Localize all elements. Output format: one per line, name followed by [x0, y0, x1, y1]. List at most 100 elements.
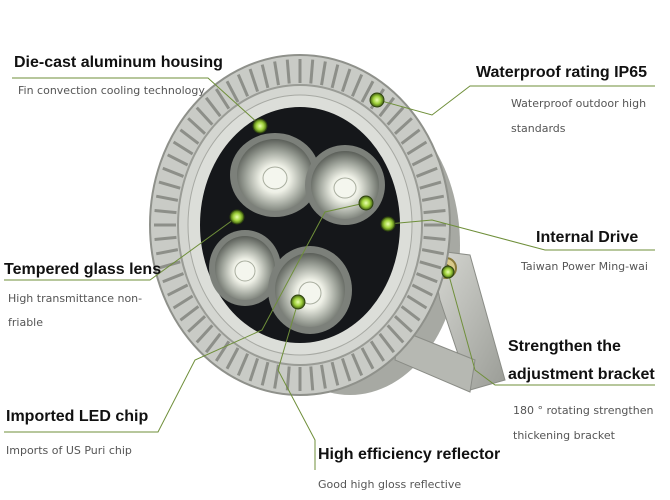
cooling-fin — [419, 180, 442, 190]
dot-reflector — [290, 294, 306, 310]
cooling-fin — [421, 194, 445, 202]
cooling-fin — [204, 332, 222, 354]
cooling-fin — [248, 68, 260, 93]
cooling-fin — [320, 61, 327, 86]
cooling-fin — [273, 61, 280, 86]
cooling-fin — [195, 324, 214, 344]
cooling-fin — [386, 324, 405, 344]
cooling-fin — [400, 128, 421, 145]
leader-waterproof — [377, 85, 655, 116]
cooling-fin — [309, 366, 315, 391]
cooling-fin — [360, 347, 375, 370]
cooling-fin — [406, 294, 428, 310]
cooling-fin — [421, 248, 445, 256]
glass-title: Tempered glass lens — [4, 261, 162, 278]
cooling-fin — [360, 80, 375, 103]
reflector-desc: Good high gloss reflective — [318, 478, 462, 491]
glass-desc-2: friable — [8, 316, 43, 329]
dot-drive — [380, 216, 396, 232]
cooling-fin — [406, 140, 428, 156]
cooling-fin — [166, 283, 189, 297]
led-reflectors — [209, 133, 385, 334]
dot-bracket — [441, 265, 455, 279]
cooling-fin — [340, 357, 352, 382]
dot-housing — [252, 118, 268, 134]
leader-glass — [4, 216, 238, 281]
cooling-fin — [155, 194, 179, 202]
leader-housing — [12, 77, 261, 126]
bracket-desc-2: thickening bracket — [513, 429, 615, 442]
led-reflector-top-right — [305, 145, 385, 225]
chip-title: Imported LED chip — [6, 408, 149, 425]
drive-title: Internal Drive — [536, 229, 639, 246]
cooling-fin — [285, 59, 291, 84]
indicator-dots — [229, 92, 455, 310]
bracket-title-1: Strengthen the — [508, 338, 621, 355]
cooling-fin — [330, 361, 340, 386]
led-reflector-top-left — [230, 133, 320, 217]
housing-title: Die-cast aluminum housing — [14, 54, 223, 71]
dot-glass — [229, 209, 245, 225]
dot-waterproof — [369, 92, 385, 108]
cooling-fin — [351, 353, 364, 377]
cooling-fin — [155, 248, 179, 256]
waterproof-desc-2: standards — [511, 122, 566, 135]
glass-desc-1: High transmittance non- — [8, 292, 143, 305]
chip-desc: Imports of US Puri chip — [6, 444, 132, 457]
cooling-fin — [419, 260, 442, 270]
waterproof-title: Waterproof rating IP65 — [476, 64, 647, 81]
cooling-fin — [187, 117, 207, 135]
cooling-fin — [154, 235, 177, 241]
cooling-fin — [204, 96, 222, 118]
cooling-fin — [158, 180, 181, 190]
cooling-fin — [236, 73, 249, 97]
cooling-fin — [393, 117, 413, 135]
reflector-title: High efficiency reflector — [318, 446, 501, 463]
cooling-fin — [214, 340, 231, 362]
bracket-desc-1: 180 ° rotating strengthen — [513, 404, 654, 417]
cooling-fin — [330, 64, 340, 89]
cooling-fin — [179, 305, 200, 322]
cooling-fin — [225, 80, 240, 103]
cooling-fin — [411, 153, 434, 167]
leader-reflector — [277, 301, 316, 470]
housing-desc: Fin convection cooling technology — [18, 84, 205, 97]
cooling-fin — [393, 315, 413, 333]
leader-chip — [4, 202, 366, 433]
cooling-fin — [260, 361, 270, 386]
cooling-fin — [351, 73, 364, 97]
cooling-fin — [386, 106, 405, 126]
leader-drive — [387, 219, 655, 251]
waterproof-desc-1: Waterproof outdoor high — [511, 97, 647, 110]
cooling-fin — [273, 364, 280, 389]
cooling-fin — [260, 64, 270, 89]
cooling-fin — [166, 153, 189, 167]
cooling-fin — [411, 283, 434, 297]
dot-chip — [358, 195, 374, 211]
cooling-fin — [415, 272, 438, 284]
cooling-fin — [248, 357, 260, 382]
cooling-fin — [154, 209, 177, 215]
led-reflector-bottom-left — [209, 230, 281, 306]
cooling-fin — [369, 340, 386, 362]
cooling-fin — [378, 332, 396, 354]
cooling-fin — [172, 140, 194, 156]
cooling-fin — [378, 96, 396, 118]
cooling-fin — [225, 347, 240, 370]
leader-bracket — [447, 271, 655, 386]
cooling-fin — [400, 305, 421, 322]
cooling-fin — [162, 166, 185, 178]
cooling-fin — [285, 366, 291, 391]
cooling-fin — [158, 260, 181, 270]
cooling-fin — [423, 235, 446, 241]
cooling-fin — [236, 353, 249, 377]
cooling-fin — [309, 59, 315, 84]
cooling-fin — [340, 68, 352, 93]
cooling-fin — [423, 209, 446, 215]
drive-desc: Taiwan Power Ming-wai — [521, 260, 648, 273]
cooling-fin — [162, 272, 185, 284]
cooling-fin — [415, 166, 438, 178]
cooling-fin — [195, 106, 214, 126]
